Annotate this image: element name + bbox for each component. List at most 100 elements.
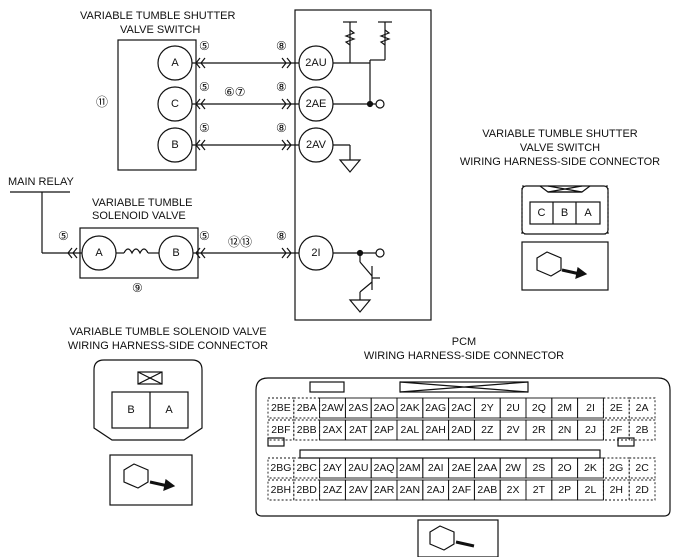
wire-ref: ⑧ bbox=[276, 229, 287, 243]
pcm-pin-cell bbox=[293, 419, 321, 441]
pcm-pin: 2X bbox=[506, 484, 520, 496]
pcm-pin: 2D bbox=[635, 484, 649, 496]
pcm-pin-cell bbox=[293, 479, 321, 501]
pcm-pin: 2N bbox=[557, 424, 572, 436]
pcm-pin-cell bbox=[267, 419, 295, 441]
switch-ref: ⑪ bbox=[96, 95, 109, 109]
switch-connector-title2: VALVE SWITCH bbox=[519, 142, 601, 154]
pcm-pin: 2AT bbox=[349, 424, 368, 436]
pcm-pin: 2B bbox=[635, 424, 649, 436]
pcm-pin: 2AJ bbox=[426, 484, 445, 496]
pcm-pin: 2AA bbox=[477, 462, 498, 474]
pcm-pin: 2K bbox=[584, 462, 597, 474]
pcm-pin: 2U bbox=[506, 402, 520, 414]
pcm-pin: 2AI bbox=[427, 462, 444, 474]
pcm-pin: 2AB bbox=[477, 484, 498, 496]
pcm-pin: 2P bbox=[558, 484, 572, 496]
pcm-terminal-2av: 2AV bbox=[306, 139, 326, 151]
wire-ref: ⑤ bbox=[199, 80, 210, 94]
pcm-pin: 2T bbox=[532, 484, 546, 496]
pcm-pin: 2V bbox=[506, 424, 520, 436]
pcm-pin-cell bbox=[267, 457, 295, 479]
pcm-box bbox=[294, 9, 432, 321]
pcm-pin: 2AQ bbox=[373, 462, 395, 474]
pcm-pin: 2AF bbox=[451, 484, 472, 496]
pcm-pin: 2AC bbox=[451, 402, 472, 414]
pcm-pin: 2R bbox=[532, 424, 546, 436]
solenoid-connector-title2: WIRING HARNESS-SIDE CONNECTOR bbox=[67, 340, 269, 352]
pcm-pin: 2AS bbox=[348, 402, 369, 414]
pcm-pin: 2AU bbox=[348, 462, 369, 474]
pcm-pin: 2J bbox=[584, 424, 597, 436]
wire-ref: ⑨ bbox=[132, 281, 143, 295]
solenoid-pin-b: B bbox=[172, 247, 180, 259]
pcm-pin: 2BH bbox=[270, 484, 292, 496]
pcm-pin-cell bbox=[602, 419, 630, 441]
pcm-pin-cell bbox=[628, 397, 656, 419]
pcm-pin: 2BB bbox=[296, 424, 317, 436]
pcm-pin: 2Q bbox=[531, 402, 546, 414]
pcm-pin: 2AH bbox=[425, 424, 446, 436]
pcm-pin: 2AV bbox=[348, 484, 368, 496]
wire-ref: ⑥⑦ bbox=[224, 85, 246, 99]
switch-title-line2: VALVE SWITCH bbox=[120, 24, 201, 36]
pcm-pin: 2I bbox=[586, 402, 595, 414]
pcm-connector-title2: WIRING HARNESS-SIDE CONNECTOR bbox=[363, 350, 565, 362]
switch-connector-pin-b: B bbox=[560, 207, 569, 219]
switch-title-line1: VARIABLE TUMBLE SHUTTER bbox=[80, 10, 236, 22]
solenoid-title-line2: SOLENOID VALVE bbox=[92, 210, 186, 222]
pcm-pin-cell bbox=[628, 419, 656, 441]
pcm-pin: 2H bbox=[609, 484, 623, 496]
pcm-pin: 2G bbox=[609, 462, 624, 474]
pcm-pin: 2O bbox=[557, 462, 572, 474]
pcm-pin-cell bbox=[267, 479, 295, 501]
pcm-pin: 2BF bbox=[271, 424, 291, 436]
pcm-pin: 2BA bbox=[296, 402, 317, 414]
pcm-pin-cell bbox=[293, 457, 321, 479]
pcm-pin: 2AP bbox=[374, 424, 395, 436]
pcm-pin: 2Y bbox=[480, 402, 494, 414]
pcm-pin: 2AZ bbox=[322, 484, 343, 496]
pcm-pin: 2AO bbox=[373, 402, 395, 414]
solenoid-pin-a: A bbox=[95, 247, 103, 259]
solenoid-connector-pin-b: B bbox=[127, 404, 135, 416]
switch-connector-title1: VARIABLE TUMBLE SHUTTER bbox=[482, 128, 638, 140]
wire-ref: ⑤ bbox=[199, 39, 210, 53]
pcm-pin: 2C bbox=[635, 462, 649, 474]
pcm-pin: 2S bbox=[532, 462, 546, 474]
switch-connector-pin-a: A bbox=[584, 207, 592, 219]
pcm-pin-cell bbox=[602, 479, 630, 501]
pcm-pin: 2F bbox=[610, 424, 623, 436]
switch-connector-pin-c: C bbox=[537, 207, 546, 219]
wire-ref: ⑤ bbox=[58, 229, 69, 243]
wire-ref: ⑧ bbox=[276, 80, 287, 94]
pcm-pin-cell bbox=[628, 457, 656, 479]
main-relay-label: MAIN RELAY bbox=[8, 176, 74, 188]
pcm-pin-cell bbox=[628, 479, 656, 501]
pcm-terminal-2i: 2I bbox=[311, 247, 321, 259]
wire-ref: ⑤ bbox=[199, 229, 210, 243]
pcm-pin: 2AW bbox=[321, 402, 344, 414]
pcm-pin-cell bbox=[602, 397, 630, 419]
pcm-pin: 2W bbox=[505, 462, 521, 474]
pcm-pin: 2AE bbox=[451, 462, 472, 474]
pcm-pin: 2L bbox=[584, 484, 597, 496]
pcm-pin-cell bbox=[602, 457, 630, 479]
switch-connector-title3: WIRING HARNESS-SIDE CONNECTOR bbox=[459, 156, 661, 168]
solenoid-title-line1: VARIABLE TUMBLE bbox=[92, 197, 193, 209]
solenoid-connector-title1: VARIABLE TUMBLE SOLENOID VALVE bbox=[69, 326, 267, 338]
pcm-pin: 2AM bbox=[399, 462, 421, 474]
wire-ref: ⑧ bbox=[276, 39, 287, 53]
pcm-pin: 2AL bbox=[400, 424, 420, 436]
pcm-connector-title1: PCM bbox=[451, 336, 477, 348]
pcm-pin: 2AX bbox=[322, 424, 343, 436]
pcm-pin: 2AY bbox=[322, 462, 343, 474]
pcm-pin: 2AR bbox=[373, 484, 395, 496]
pcm-terminal-2au: 2AU bbox=[305, 57, 327, 69]
wire-ref: ⑫⑬ bbox=[228, 235, 253, 249]
switch-pin-a: A bbox=[171, 57, 179, 69]
pcm-pin: 2AG bbox=[425, 402, 447, 414]
pcm-pin-cell bbox=[293, 397, 321, 419]
pcm-pin: 2BG bbox=[270, 462, 292, 474]
